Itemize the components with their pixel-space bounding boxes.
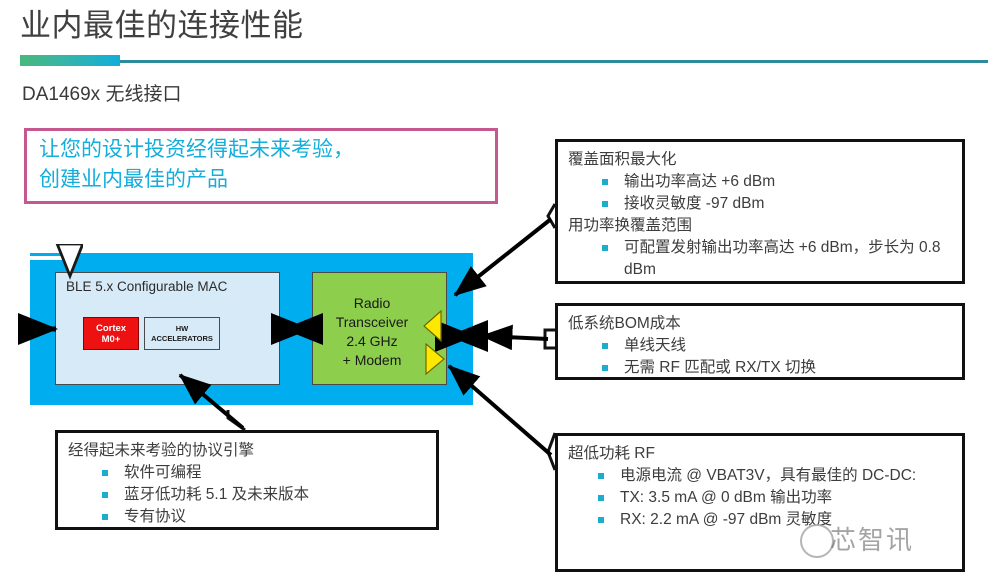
bullet-square-icon <box>102 492 108 498</box>
callout-coverage: 覆盖面积最大化 输出功率高达 +6 dBm 接收灵敏度 -97 dBm 用功率换… <box>555 139 965 284</box>
bullet-square-icon <box>602 365 608 371</box>
quote-text: 让您的设计投资经得起未来考验， 创建业内最佳的产品 <box>39 135 494 195</box>
page-subtitle: DA1469x 无线接口 <box>22 84 182 105</box>
callout-power-heading: 超低功耗 RF <box>568 445 655 462</box>
hw-accelerators-block: HW ACCELERATORS <box>144 317 220 350</box>
watermark-text: 芯智讯 <box>830 525 915 555</box>
list-item: 输出功率高达 +6 dBm <box>568 171 952 193</box>
bullet-square-icon <box>102 470 108 476</box>
list-item-label: 无需 RF 匹配或 RX/TX 切换 <box>624 359 817 376</box>
bullet-square-icon <box>602 201 608 207</box>
list-item-label: RX: 2.2 mA @ -97 dBm 灵敏度 <box>620 511 833 528</box>
ble-mac-title: BLE 5.x Configurable MAC <box>66 279 228 294</box>
list-item-label: 接收灵敏度 -97 dBm <box>624 195 765 212</box>
quote-line-2: 创建业内最佳的产品 <box>39 168 228 191</box>
callout-bom-list: 单线天线 无需 RF 匹配或 RX/TX 切换 <box>568 335 952 379</box>
radio-label-line-3: 2.4 GHz <box>346 333 398 349</box>
list-item: 蓝牙低功耗 5.1 及未来版本 <box>68 484 426 506</box>
cortex-label-line-1: Cortex <box>95 323 127 334</box>
radio-transceiver-label: Radio Transceiver 2.4 GHz + Modem <box>313 294 431 370</box>
ble-mac-block: BLE 5.x Configurable MAC Cortex M0+ HW A… <box>55 272 280 385</box>
header-accent-bar <box>20 55 120 66</box>
list-item: 单线天线 <box>568 335 952 357</box>
list-item-label: 可配置发射输出功率高达 +6 dBm，步长为 0.8 dBm <box>624 239 941 278</box>
callout-ultra-low-power: 超低功耗 RF 电源电流 @ VBAT3V，具有最佳的 DC-DC: TX: 3… <box>555 433 965 572</box>
callout-coverage-heading-2: 用功率换覆盖范围 <box>568 217 693 234</box>
bullet-square-icon <box>598 517 604 523</box>
quote-callout: 让您的设计投资经得起未来考验， 创建业内最佳的产品 <box>24 128 498 204</box>
list-item: 接收灵敏度 -97 dBm <box>568 193 952 215</box>
radio-label-line-4: + Modem <box>342 352 402 368</box>
callout-power-list: 电源电流 @ VBAT3V，具有最佳的 DC-DC: TX: 3.5 mA @ … <box>568 465 952 531</box>
header-divider-line <box>20 60 988 63</box>
callout-protocol-engine: 经得起未来考验的协议引擎 软件可编程 蓝牙低功耗 5.1 及未来版本 专有协议 <box>55 430 439 530</box>
radio-label-line-2: Transceiver <box>335 314 409 330</box>
bullet-square-icon <box>598 473 604 479</box>
cortex-m0-block: Cortex M0+ <box>83 317 139 350</box>
cortex-label-line-2: M0+ <box>101 334 121 345</box>
list-item-label: 输出功率高达 +6 dBm <box>624 173 776 190</box>
list-item-label: 电源电流 @ VBAT3V，具有最佳的 DC-DC: <box>620 467 917 484</box>
callout-coverage-heading-1: 覆盖面积最大化 <box>568 151 677 168</box>
hw-label-line-1: HW <box>175 324 189 333</box>
callout-coverage-list-1: 输出功率高达 +6 dBm 接收灵敏度 -97 dBm <box>568 171 952 215</box>
list-item: RX: 2.2 mA @ -97 dBm 灵敏度 <box>568 509 952 531</box>
list-item-label: TX: 3.5 mA @ 0 dBm 输出功率 <box>620 489 833 506</box>
watermark-logo-icon <box>800 524 834 558</box>
list-item: 无需 RF 匹配或 RX/TX 切换 <box>568 357 952 379</box>
bullet-square-icon <box>102 514 108 520</box>
bullet-square-icon <box>598 495 604 501</box>
callout-protocol-heading: 经得起未来考验的协议引擎 <box>68 442 255 459</box>
callout-bom-cost: 低系统BOM成本 单线天线 无需 RF 匹配或 RX/TX 切换 <box>555 303 965 380</box>
radio-label-line-1: Radio <box>353 295 391 311</box>
connector-bom <box>480 324 555 351</box>
list-item: 软件可编程 <box>68 462 426 484</box>
callout-protocol-list: 软件可编程 蓝牙低功耗 5.1 及未来版本 专有协议 <box>68 462 426 528</box>
list-item: 电源电流 @ VBAT3V，具有最佳的 DC-DC: <box>568 465 952 487</box>
bullet-square-icon <box>602 245 608 251</box>
hw-label-line-2: ACCELERATORS <box>151 334 213 343</box>
page-title: 业内最佳的连接性能 <box>20 8 304 43</box>
list-item: 可配置发射输出功率高达 +6 dBm，步长为 0.8 dBm <box>568 237 952 281</box>
list-item-label: 蓝牙低功耗 5.1 及未来版本 <box>124 486 310 503</box>
radio-transceiver-block: Radio Transceiver 2.4 GHz + Modem <box>312 272 447 385</box>
list-item-label: 专有协议 <box>124 508 187 525</box>
list-item: TX: 3.5 mA @ 0 dBm 输出功率 <box>568 487 952 509</box>
list-item-label: 软件可编程 <box>124 464 202 481</box>
callout-bom-heading: 低系统BOM成本 <box>568 315 681 332</box>
callout-coverage-list-2: 可配置发射输出功率高达 +6 dBm，步长为 0.8 dBm <box>568 237 952 281</box>
bullet-square-icon <box>602 179 608 185</box>
bullet-square-icon <box>602 343 608 349</box>
list-item: 专有协议 <box>68 506 426 528</box>
quote-line-1: 让您的设计投资经得起未来考验， <box>39 138 354 161</box>
list-item-label: 单线天线 <box>624 337 687 354</box>
